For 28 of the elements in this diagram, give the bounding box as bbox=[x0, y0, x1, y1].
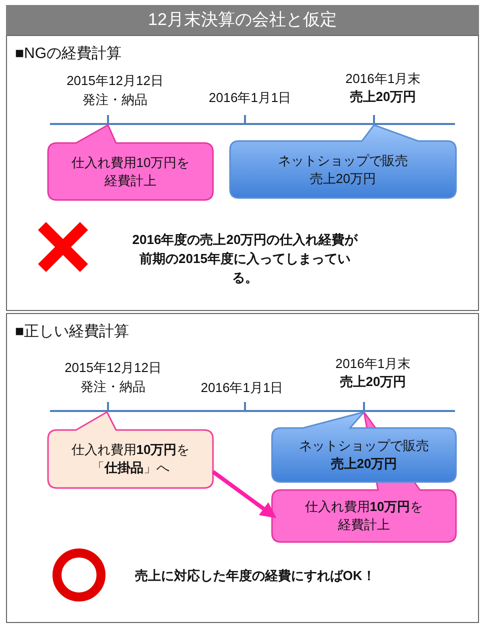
callout-box bbox=[230, 125, 456, 198]
callout-text: 仕入れ費用10万円を経費計上 bbox=[304, 498, 424, 534]
section-heading: ■NGの経費計算 bbox=[15, 44, 122, 63]
date-label: 2016年1月末 bbox=[345, 70, 421, 88]
callout-text: ネットショップで販売売上20万円 bbox=[277, 152, 409, 188]
date-label: 2016年1月1日 bbox=[200, 379, 284, 397]
arrow bbox=[212, 470, 276, 518]
section-heading: ■正しい経費計算 bbox=[15, 322, 130, 341]
section-panel bbox=[6, 35, 479, 311]
callout-text: 仕入れ費用10万円を「仕掛品」へ bbox=[70, 441, 191, 477]
amount-label: 売上20万円 bbox=[350, 88, 416, 106]
callout-text: ネットショップで販売売上20万円 bbox=[298, 437, 430, 473]
date-label: 2016年1月末 bbox=[335, 355, 411, 373]
date-label: 2015年12月12日 bbox=[64, 359, 162, 377]
callout-box bbox=[272, 412, 456, 482]
title-bar: 12月末決算の会社と仮定 bbox=[6, 5, 479, 35]
event-label: 発注・納品 bbox=[80, 378, 146, 396]
amount-label: 売上20万円 bbox=[340, 373, 406, 391]
section-panel bbox=[6, 313, 479, 623]
event-label: 発注・納品 bbox=[82, 91, 148, 109]
conclusion-text: 売上に対応した年度の経費にすればOK！ bbox=[134, 567, 376, 585]
date-label: 2015年12月12日 bbox=[66, 72, 164, 90]
callout-text: 仕入れ費用10万円を経費計上 bbox=[70, 154, 191, 190]
callout-box bbox=[48, 125, 213, 200]
callout-box bbox=[272, 412, 456, 542]
explanation-text: 2016年度の売上20万円の仕入れ経費が前期の2015年度に入ってしまっている。 bbox=[131, 231, 359, 287]
date-label: 2016年1月1日 bbox=[208, 89, 292, 107]
callout-box bbox=[48, 412, 213, 488]
